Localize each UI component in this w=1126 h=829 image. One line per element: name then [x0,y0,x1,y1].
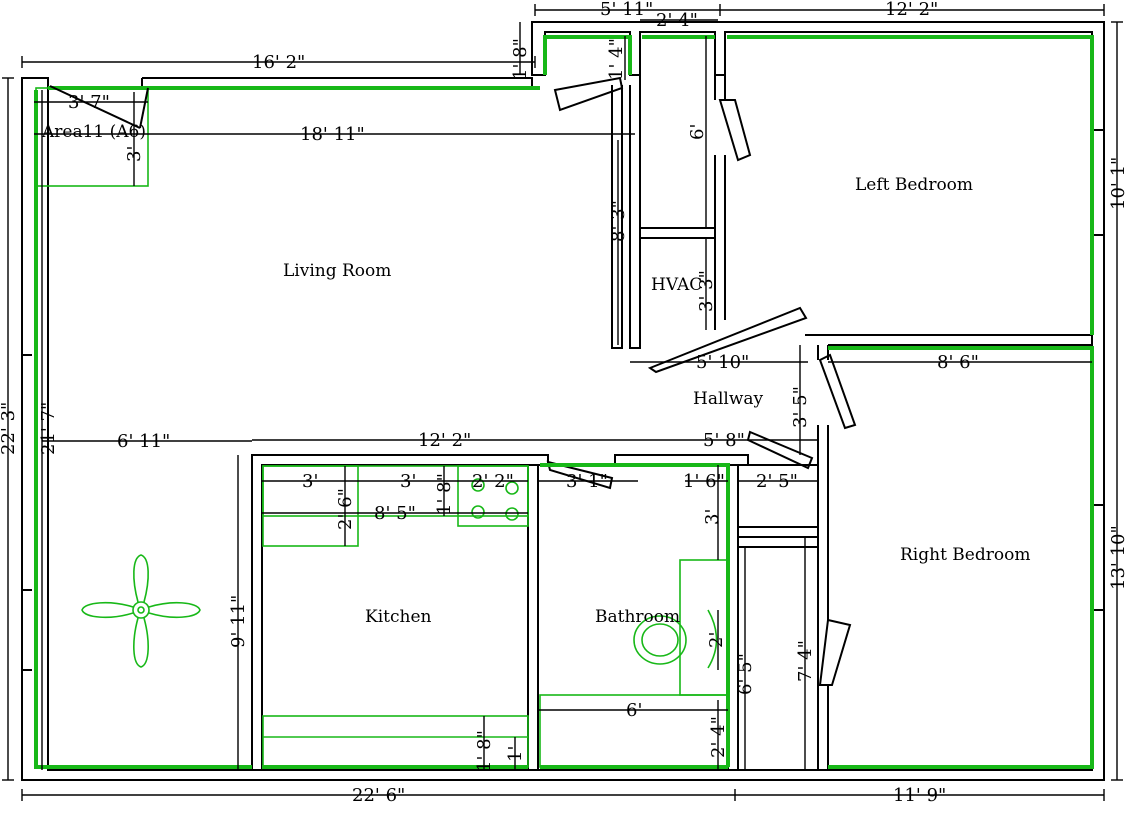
dimension-labels: 5' 11" 2' 4" 12' 2" 16' 2" 3' 7" 18' 11"… [0,0,1126,806]
room-label-right-bedroom: Right Bedroom [900,545,1030,565]
kitchen-fixtures [262,465,529,768]
dim-label: 5' 11" [600,0,653,20]
room-label-hallway: Hallway [693,389,764,409]
dim-label: 1' 8" [474,730,495,772]
dim-label: 16' 2" [252,52,305,73]
dim-label: 22' 6" [352,785,405,806]
dim-label: 10' 1" [1108,157,1126,210]
dim-label: 6' 5" [735,653,756,695]
room-outline-green [34,35,1094,769]
room-label-bathroom: Bathroom [595,607,680,627]
doors [546,76,857,686]
dim-label: 18' 11" [300,124,365,145]
area-fixture [35,85,149,187]
dim-label: 12' 2" [885,0,938,20]
dim-label: 3' [400,471,416,492]
dim-label: 2' 4" [708,716,729,758]
bathroom-fixtures [539,559,729,768]
outer-walls [21,21,1105,781]
dim-label: 2' 4" [656,10,698,31]
dim-label: 9' 11" [228,595,249,648]
dim-label: 12' 2" [418,430,471,451]
dim-label: 1' 8" [510,38,531,80]
interior-walls [251,35,1093,771]
room-label-left-bedroom: Left Bedroom [855,175,973,195]
dim-label: 3' [302,471,318,492]
dim-label: 1' 6" [683,471,725,492]
dim-label: 7' 4" [795,640,816,682]
dim-label: 2' 2" [472,471,514,492]
dim-label: 11' 9" [893,785,946,806]
dim-label: 8' 6" [937,352,979,373]
ceiling-fan-icon [81,554,201,668]
dim-label: 1' 4" [606,38,627,80]
room-labels: Area11 (A6) Living Room Left Bedroom HVA… [41,122,1030,627]
dim-label: 21' 7" [38,402,59,455]
dim-label: 1' 8" [434,473,455,515]
dim-label: 6' [687,124,708,140]
room-label-area: Area11 (A6) [41,122,146,142]
dim-label: 13' 10" [1108,525,1126,590]
dim-label: 1' [505,746,526,762]
dim-label: 3' 5" [790,386,811,428]
dim-label: 5' 8" [703,430,745,451]
dim-label: 6' 11" [117,431,170,452]
dim-label: 8' 3" [608,200,629,242]
room-label-living: Living Room [283,261,391,281]
dim-label: 2' 5" [756,471,798,492]
dim-label: 2' [706,632,727,648]
dim-label: 5' 10" [696,352,749,373]
dimension-lines [2,4,1123,801]
dim-label: 3' 7" [68,92,110,113]
room-label-hvac: HVAC [651,275,702,295]
room-label-kitchen: Kitchen [365,607,431,627]
dim-label: 3' [702,509,723,525]
dim-label: 3' [124,146,145,162]
dim-label: 22' 3" [0,402,19,455]
dim-label: 6' [626,700,642,721]
dim-label: 3' 3" [696,270,717,312]
dim-label: 8' 5" [374,503,416,524]
dim-label: 3' 1" [566,471,608,492]
dim-label: 2' 6" [335,488,356,530]
